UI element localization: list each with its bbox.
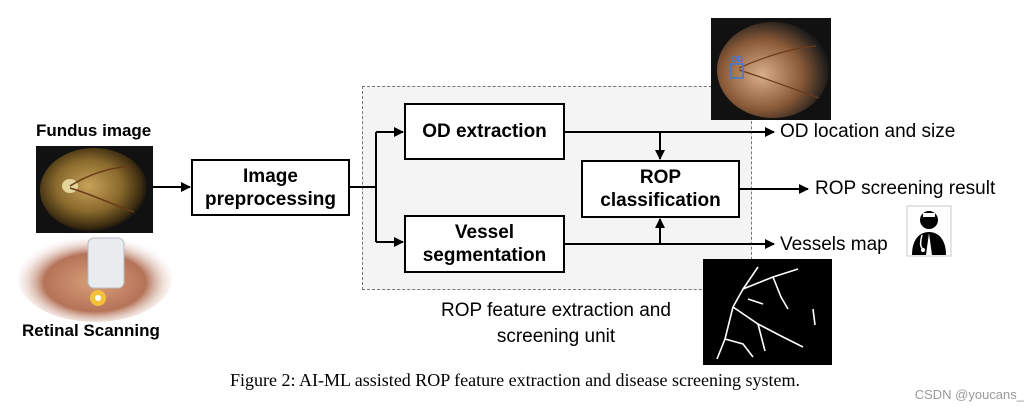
rop-classification-box: ROP classification: [581, 160, 740, 218]
unit-label: ROP feature extraction and screening uni…: [441, 300, 671, 347]
vessels-output-label: Vessels map: [780, 234, 888, 255]
od-output-label: OD location and size: [780, 121, 956, 142]
vessel-segmentation-box: Vessel segmentation: [404, 215, 565, 273]
retinal-scanning-label: Retinal Scanning: [22, 321, 160, 340]
retinal-scanning-photo: [18, 234, 172, 322]
vessels-map-image: [703, 259, 832, 365]
doctor-icon: [906, 205, 952, 257]
od-extraction-box: OD extraction: [404, 103, 565, 160]
rop-result-label: ROP screening result: [815, 178, 996, 199]
image-preprocessing-box: Image preprocessing: [191, 159, 350, 216]
od-tag: OD: [731, 55, 743, 64]
od-location-image: [711, 18, 831, 120]
fundus-image-label: Fundus image: [36, 121, 152, 140]
fundus-photo: [36, 146, 153, 233]
watermark: CSDN @youcans_: [914, 387, 1024, 402]
figure-caption: Figure 2: AI-ML assisted ROP feature ext…: [229, 370, 801, 390]
